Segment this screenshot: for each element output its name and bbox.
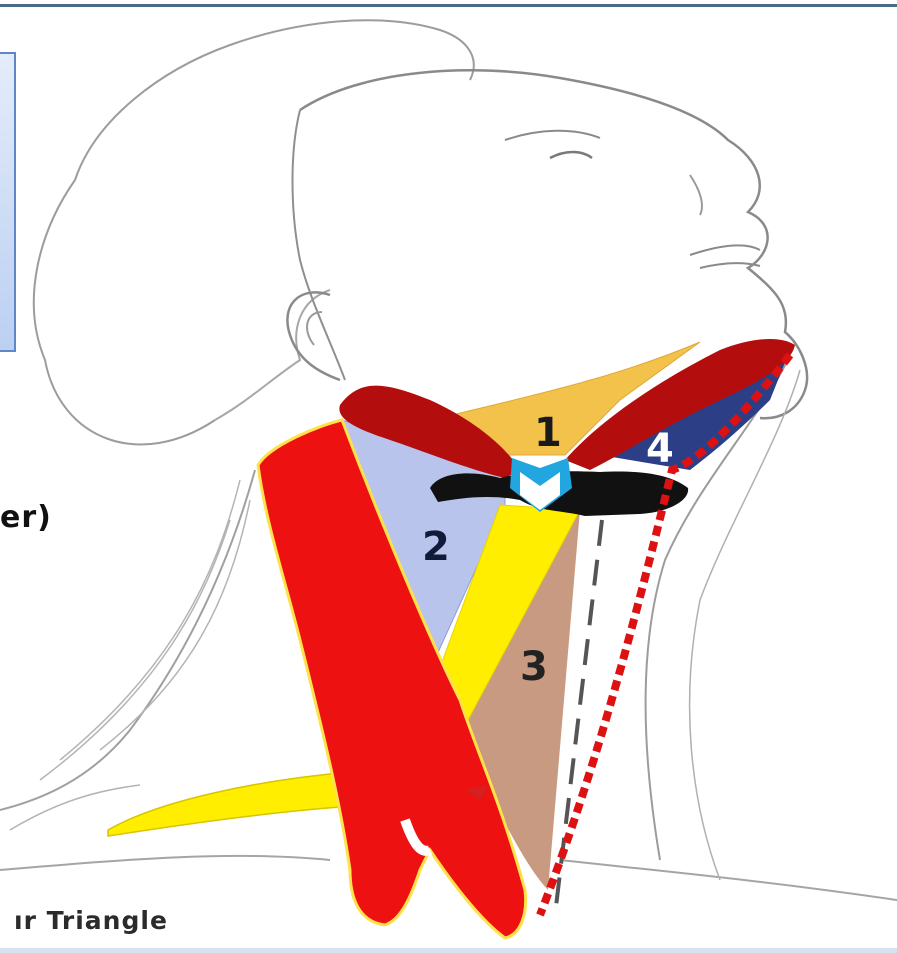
hair-outline bbox=[34, 20, 474, 444]
eyebrow-line bbox=[505, 131, 600, 140]
triangle-label-3: 3 bbox=[520, 644, 548, 690]
triangle-label-1: 1 bbox=[534, 410, 562, 456]
omohyoid-inferior-belly bbox=[108, 772, 370, 836]
nose-line bbox=[690, 175, 702, 215]
mouth-line bbox=[690, 245, 760, 268]
bottom-rule bbox=[0, 948, 897, 953]
caption-text: ır Triangle bbox=[14, 906, 168, 935]
eye-line bbox=[550, 152, 592, 158]
forehead-line bbox=[293, 110, 346, 380]
hair-outline-inner bbox=[215, 290, 330, 420]
side-text-fragment: er) bbox=[0, 500, 52, 535]
triangle-label-4: 4 bbox=[646, 426, 674, 472]
triangle-label-2: 2 bbox=[422, 524, 450, 570]
